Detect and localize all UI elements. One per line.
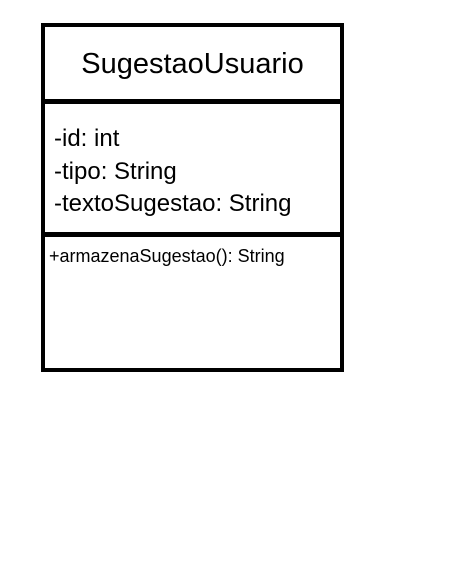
attributes-compartment: -id: int -tipo: String -textoSugestao: S… bbox=[45, 104, 340, 232]
attribute-tipo: -tipo: String bbox=[54, 157, 177, 185]
class-name: SugestaoUsuario bbox=[81, 48, 304, 80]
operation-armazena-sugestao: +armazenaSugestao(): String bbox=[49, 246, 285, 266]
compartment-divider bbox=[45, 232, 340, 237]
class-name-compartment: SugestaoUsuario bbox=[45, 27, 340, 99]
attribute-id: -id: int bbox=[54, 125, 120, 152]
attribute-texto-sugestao: -textoSugestao: String bbox=[54, 190, 292, 217]
uml-class-box: SugestaoUsuario -id: int -tipo: String -… bbox=[41, 23, 344, 372]
operations-compartment: +armazenaSugestao(): String bbox=[45, 237, 340, 368]
compartment-divider bbox=[45, 99, 340, 104]
